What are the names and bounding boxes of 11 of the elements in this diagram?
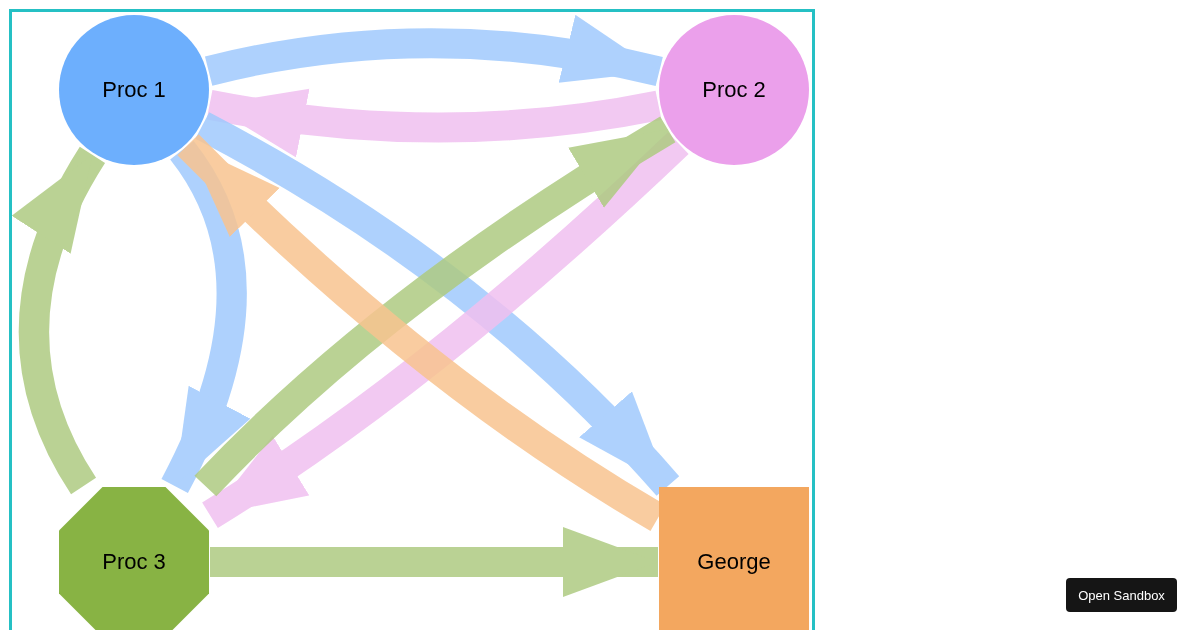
process-square <box>659 487 809 630</box>
node-label: George <box>697 549 771 575</box>
node-label: Proc 1 <box>102 77 166 103</box>
arrow <box>13 147 106 494</box>
arrow <box>205 16 663 87</box>
arrow <box>210 527 658 597</box>
node-label: Proc 2 <box>702 77 766 103</box>
node-label: Proc 3 <box>102 549 166 575</box>
arrow <box>206 87 662 157</box>
process-circle <box>659 15 809 165</box>
open-button: Open Sandbox <box>1066 578 1177 612</box>
